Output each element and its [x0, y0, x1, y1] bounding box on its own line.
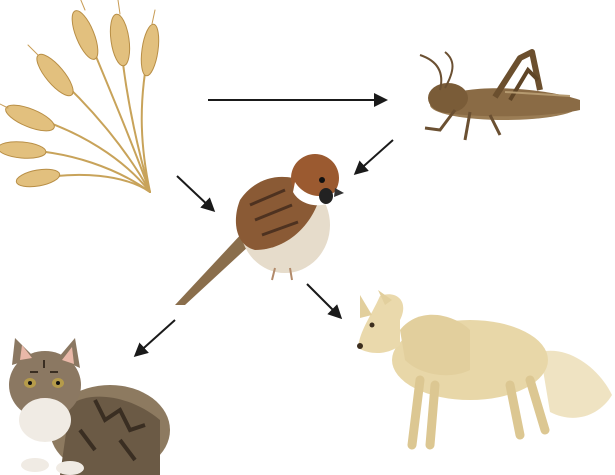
sparrow-icon	[175, 154, 344, 305]
arrow-grasshopper-to-sparrow	[356, 140, 393, 173]
arrow-sparrow-to-cat	[136, 320, 175, 355]
cat-icon	[9, 338, 170, 475]
grasshopper-icon	[420, 52, 580, 140]
wheat-icon	[0, 0, 162, 192]
arrow-sparrow-to-fox	[307, 284, 340, 317]
arrow-wheat-to-sparrow	[177, 176, 213, 210]
fox-icon	[357, 290, 612, 445]
